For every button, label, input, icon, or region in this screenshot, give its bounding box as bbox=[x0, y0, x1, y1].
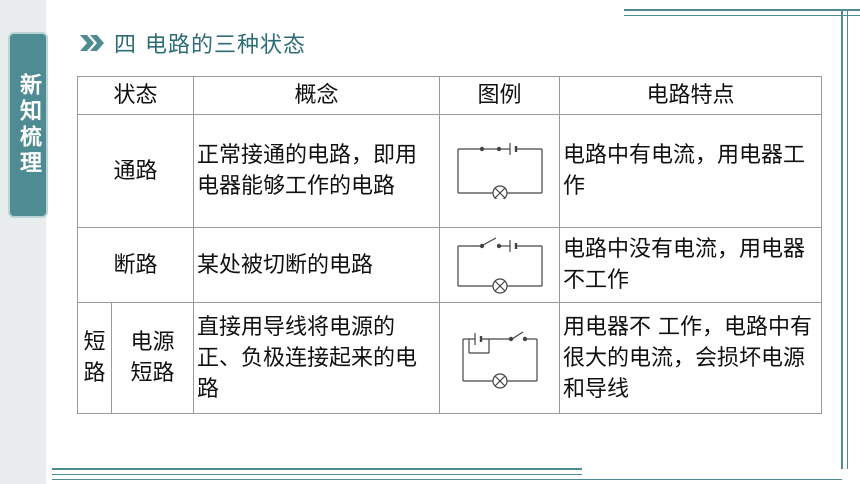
table-row: 断路 某处被切断的电路 bbox=[76, 227, 823, 303]
feature-cell: 用电器不 工作，电路中有很大的电流，会损坏电源和导线 bbox=[559, 302, 823, 414]
concept-cell: 正常接通的电路，即用电器能够工作的电路 bbox=[193, 114, 441, 228]
feature-cell: 电路中有电流，用电器工作 bbox=[559, 114, 823, 228]
state-group-cell: 短路 bbox=[77, 302, 112, 414]
table-header-row: 状态 概念 图例 电路特点 bbox=[76, 76, 823, 115]
diagram-cell bbox=[439, 302, 561, 414]
concept-cell: 直接用导线将电源的正、负极连接起来的电路 bbox=[193, 302, 441, 414]
header-feature: 电路特点 bbox=[559, 76, 823, 115]
diagram-cell bbox=[439, 114, 561, 228]
state-label: 电源短路 bbox=[130, 330, 175, 386]
section-title: 四 电路的三种状态 bbox=[114, 33, 306, 58]
table-row: 短路 电源短路 直接用导线将电源的正、负极连接起来的电路 bbox=[77, 302, 823, 414]
closed-circuit-diagram-icon bbox=[456, 143, 543, 199]
decorative-line-bottom bbox=[52, 468, 582, 475]
header-state: 状态 bbox=[76, 76, 195, 115]
diagram-cell bbox=[439, 227, 561, 303]
header-concept: 概念 bbox=[193, 76, 441, 115]
side-tab: 新知梳理 bbox=[8, 32, 48, 218]
section-heading: 四 电路的三种状态 bbox=[78, 28, 306, 58]
header-diagram: 图例 bbox=[439, 76, 561, 115]
state-cell: 电源短路 bbox=[110, 302, 195, 414]
state-cell: 断路 bbox=[76, 227, 195, 303]
state-group-label: 短路 bbox=[83, 330, 106, 386]
short-circuit-diagram-icon bbox=[461, 331, 538, 389]
open-circuit-diagram-icon bbox=[456, 237, 543, 294]
double-chevron-icon bbox=[78, 33, 106, 53]
table-row: 通路 正常接通的电路，即用电器能够工作的电路 bbox=[76, 114, 823, 228]
circuit-states-table: 状态 概念 图例 电路特点 通路 正常接通的电路，即用电器能够工作的电路 bbox=[76, 76, 823, 414]
concept-cell: 某处被切断的电路 bbox=[193, 227, 441, 303]
decorative-line-right bbox=[841, 9, 848, 469]
side-tab-label: 新知梳理 bbox=[16, 73, 41, 177]
state-cell: 通路 bbox=[76, 114, 195, 228]
decorative-line-top bbox=[624, 9, 860, 16]
feature-cell: 电路中没有电流，用电器不工作 bbox=[559, 227, 823, 303]
decorative-line-bottom-thin bbox=[52, 479, 842, 480]
